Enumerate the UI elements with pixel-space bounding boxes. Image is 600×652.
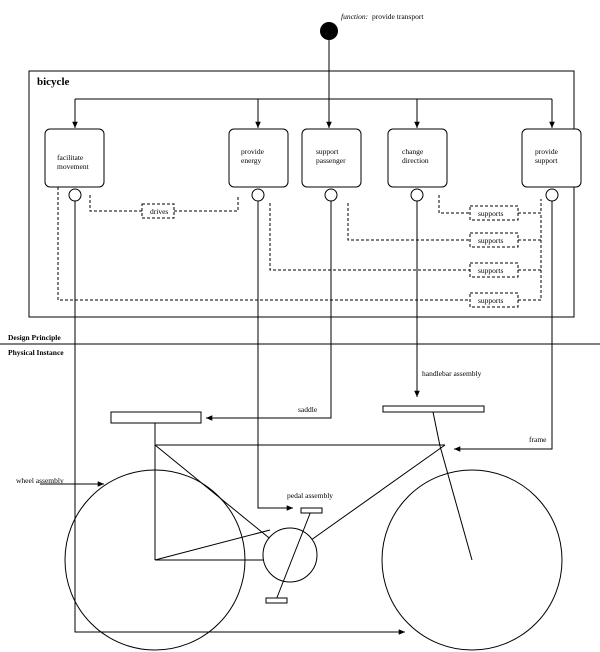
relation-label-supports: supports	[469, 205, 519, 221]
node-label-line: support	[535, 156, 558, 165]
section-divider: Design Principle Physical Instance	[0, 333, 600, 357]
instance-label-handlebar: handlebar assembly	[422, 369, 482, 378]
function-text: provide transport	[372, 12, 424, 21]
mapping-wheel	[74, 201, 405, 635]
chainring	[262, 527, 318, 583]
saddle	[110, 411, 202, 424]
relation-paths	[57, 187, 542, 301]
node-label-line: direction	[402, 156, 429, 165]
instance-label-frame: frame	[529, 435, 547, 444]
node-label-line: support	[316, 147, 339, 156]
port-provide-support	[545, 188, 559, 202]
node-label-line: facilitate	[57, 153, 84, 162]
crank-arm	[275, 510, 312, 601]
handlebar	[382, 405, 485, 413]
node-label-line: provide	[241, 147, 265, 156]
instance-labels: saddle handlebar assembly frame wheel as…	[16, 369, 547, 500]
function-label: function: provide transport	[341, 12, 424, 21]
system-box	[28, 70, 575, 318]
function-prefix: function:	[341, 12, 368, 21]
handlebar-stem	[432, 411, 441, 447]
pedal-bottom	[265, 597, 288, 604]
down-tube	[289, 444, 446, 556]
svg-text:supports: supports	[478, 236, 504, 245]
bicycle-illustration	[64, 405, 563, 651]
svg-text:provide energy: provide energy	[241, 147, 266, 165]
relation-label-supports: supports	[469, 292, 519, 308]
node-label-line: movement	[57, 162, 90, 171]
rear-wheel	[64, 469, 246, 651]
mapping-saddle	[206, 201, 332, 421]
mapping-frame	[454, 201, 553, 452]
relation-label-supports: supports	[469, 232, 519, 248]
function-box-facilitate-movement: facilitate movement	[44, 128, 105, 202]
mapping-pedal	[257, 201, 293, 511]
function-box-provide-support: provide support	[521, 128, 582, 202]
instance-label-saddle: saddle	[298, 405, 318, 414]
svg-text:supports: supports	[478, 266, 504, 275]
relation-path-drives	[89, 195, 239, 212]
relation-label-drives: drives	[141, 203, 175, 219]
mapping-arrows	[40, 201, 553, 635]
system-title: bicycle	[37, 76, 69, 88]
distribution-bus	[72, 98, 555, 128]
section-label-design: Design Principle	[8, 333, 61, 342]
pedal-top	[300, 507, 323, 514]
front-wheel	[381, 469, 563, 651]
relation-label-supports: supports	[469, 262, 519, 278]
node-label-line: change	[402, 147, 424, 156]
function-dot	[320, 22, 338, 40]
fork	[439, 445, 473, 561]
port-provide-energy	[251, 188, 265, 202]
function-node: function: provide transport	[320, 12, 424, 128]
svg-text:support passenger: support passenger	[316, 147, 346, 165]
section-label-physical: Physical Instance	[8, 348, 64, 357]
function-box-change-direction: change direction	[387, 128, 448, 202]
svg-text:change direction: change direction	[402, 147, 429, 165]
svg-text:facilitate movement: facilitate movement	[57, 153, 90, 171]
svg-text:supports: supports	[478, 296, 504, 305]
relation-path-supports-1	[438, 195, 542, 214]
svg-text:drives: drives	[150, 207, 168, 216]
function-box-provide-energy: provide energy	[228, 128, 289, 202]
relation-path-supports-4	[57, 187, 542, 301]
svg-text:supports: supports	[478, 209, 504, 218]
port-change-direction	[410, 188, 424, 202]
chain-stay-upper	[154, 529, 271, 561]
node-label-line: energy	[241, 156, 262, 165]
node-label-line: provide	[535, 147, 559, 156]
node-label-line: passenger	[316, 156, 346, 165]
port-facilitate-movement	[68, 188, 82, 202]
function-box-support-passenger: support passenger	[301, 128, 362, 202]
port-support-passenger	[324, 188, 338, 202]
instance-label-pedal: pedal assembly	[287, 491, 333, 500]
instance-label-wheel: wheel assembly	[16, 476, 64, 485]
svg-text:provide support: provide support	[535, 147, 560, 165]
system-boundary: bicycle	[28, 70, 575, 318]
